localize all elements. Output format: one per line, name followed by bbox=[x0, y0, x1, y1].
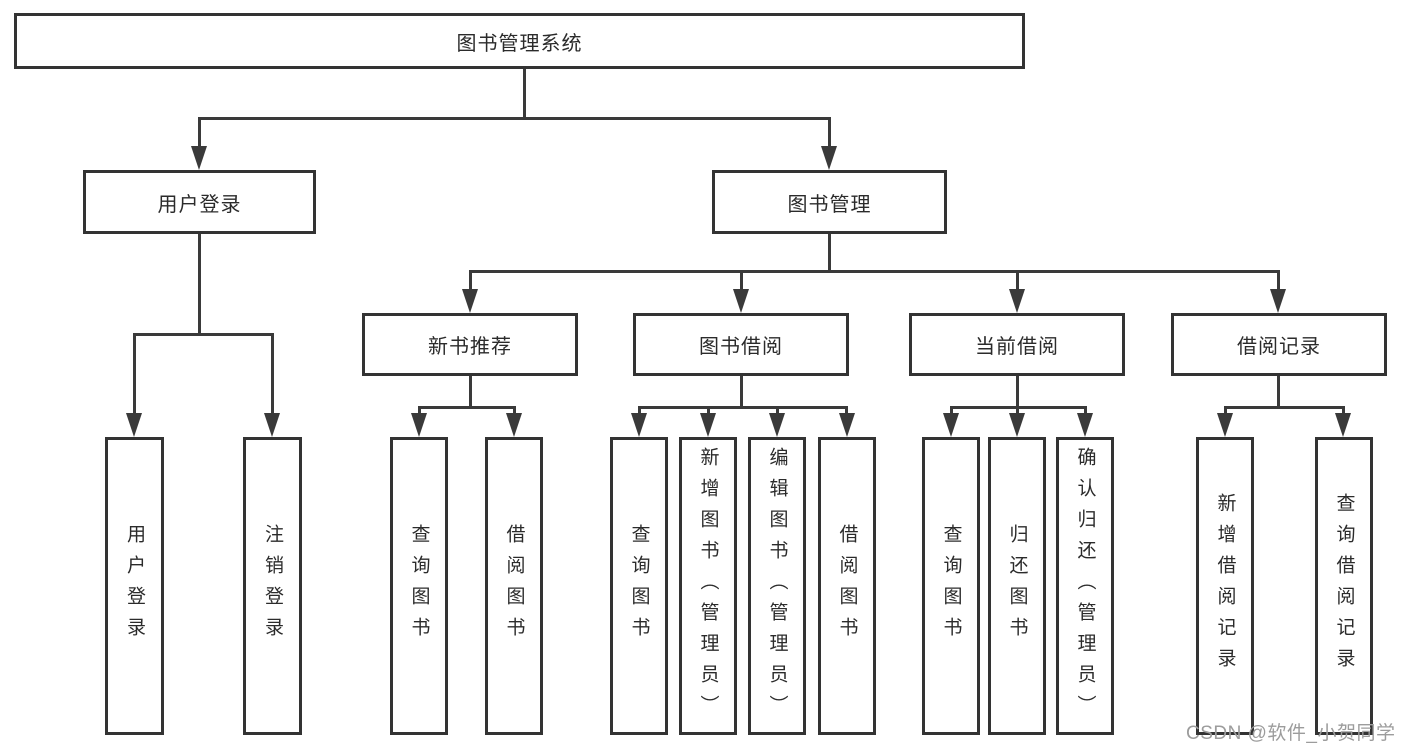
connector-bb-leaf4-stem bbox=[845, 406, 848, 416]
connector-borrowing-hbar bbox=[638, 406, 848, 409]
connector-book-mgmt-stem bbox=[828, 117, 831, 148]
connector-bb-leaf1-stem bbox=[638, 406, 641, 416]
arrow-to-nb-query bbox=[411, 413, 427, 437]
arrow-to-new-books bbox=[462, 289, 478, 313]
leaf-nb-query-books: 查询图书 bbox=[390, 437, 448, 735]
connector-new-books-down bbox=[469, 376, 472, 409]
connector-records-hbar bbox=[1224, 406, 1345, 409]
connector-cb-leaf2-stem bbox=[1016, 406, 1019, 416]
arrow-to-book-mgmt bbox=[821, 146, 837, 170]
connector-user-login-down bbox=[198, 234, 201, 336]
arrow-to-bb-edit bbox=[769, 413, 785, 437]
leaf-cb-query-books: 查询图书 bbox=[922, 437, 980, 735]
leaf-bb-add-books-admin: 新增图书（管理员） bbox=[679, 437, 737, 735]
connector-nb-leaf1-stem bbox=[418, 406, 421, 416]
csdn-watermark: CSDN @软件_小贺同学 bbox=[1186, 723, 1396, 744]
leaf-cb-confirm-return-admin: 确认归还（管理员） bbox=[1056, 437, 1114, 735]
leaf-bb-query-books: 查询图书 bbox=[610, 437, 668, 735]
connector-root-stem bbox=[523, 69, 526, 119]
connector-rc-leaf1-stem bbox=[1224, 406, 1227, 416]
connector-cb-leaf3-stem bbox=[1084, 406, 1087, 416]
arrow-to-records bbox=[1270, 289, 1286, 313]
connector-bb-leaf3-stem bbox=[776, 406, 779, 416]
connector-current-stem bbox=[1016, 270, 1019, 291]
connector-level3-hbar bbox=[469, 270, 1280, 273]
node-borrowing-records: 借阅记录 bbox=[1171, 313, 1387, 376]
arrow-to-current bbox=[1009, 289, 1025, 313]
connector-bb-leaf2-stem bbox=[707, 406, 710, 416]
leaf-bb-edit-books-admin: 编辑图书（管理员） bbox=[748, 437, 806, 735]
leaf-user-login: 用户登录 bbox=[105, 437, 164, 735]
leaf-nb-borrow-books: 借阅图书 bbox=[485, 437, 543, 735]
connector-rc-leaf2-stem bbox=[1342, 406, 1345, 416]
connector-root-hbar bbox=[198, 117, 831, 120]
arrow-to-bb-query bbox=[631, 413, 647, 437]
connector-nb-leaf2-stem bbox=[513, 406, 516, 416]
leaf-bb-borrow-books: 借阅图书 bbox=[818, 437, 876, 735]
connector-leaf-login-stem bbox=[133, 333, 136, 415]
arrow-to-leaf-logout bbox=[264, 413, 280, 437]
arrow-to-cb-return bbox=[1009, 413, 1025, 437]
arrow-to-user-login bbox=[191, 146, 207, 170]
arrow-to-nb-borrow bbox=[506, 413, 522, 437]
node-new-book-recommend: 新书推荐 bbox=[362, 313, 578, 376]
connector-records-down bbox=[1277, 376, 1280, 409]
arrow-to-borrowing bbox=[733, 289, 749, 313]
node-book-management: 图书管理 bbox=[712, 170, 947, 234]
connector-leaf-logout-stem bbox=[271, 333, 274, 415]
connector-cb-leaf1-stem bbox=[950, 406, 953, 416]
connector-book-mgmt-down bbox=[828, 234, 831, 272]
connector-records-stem bbox=[1277, 270, 1280, 291]
node-user-login: 用户登录 bbox=[83, 170, 316, 234]
connector-current-down bbox=[1016, 376, 1019, 409]
leaf-logout: 注销登录 bbox=[243, 437, 302, 735]
arrow-to-rc-query bbox=[1335, 413, 1351, 437]
arrow-to-rc-add bbox=[1217, 413, 1233, 437]
node-current-borrowing: 当前借阅 bbox=[909, 313, 1125, 376]
connector-new-books-hbar bbox=[418, 406, 515, 409]
connector-borrowing-stem bbox=[740, 270, 743, 291]
connector-borrowing-down bbox=[740, 376, 743, 409]
arrow-to-cb-query bbox=[943, 413, 959, 437]
node-book-borrowing: 图书借阅 bbox=[633, 313, 849, 376]
arrow-to-bb-add bbox=[700, 413, 716, 437]
node-root-library-system: 图书管理系统 bbox=[14, 13, 1025, 69]
connector-new-books-stem bbox=[469, 270, 472, 291]
leaf-cb-return-books: 归还图书 bbox=[988, 437, 1046, 735]
connector-user-login-hbar bbox=[133, 333, 273, 336]
leaf-rc-query-record: 查询借阅记录 bbox=[1315, 437, 1373, 735]
leaf-rc-add-record: 新增借阅记录 bbox=[1196, 437, 1254, 735]
connector-user-login-stem bbox=[198, 117, 201, 148]
arrow-to-leaf-login bbox=[126, 413, 142, 437]
arrow-to-cb-confirm bbox=[1077, 413, 1093, 437]
arrow-to-bb-borrow bbox=[839, 413, 855, 437]
